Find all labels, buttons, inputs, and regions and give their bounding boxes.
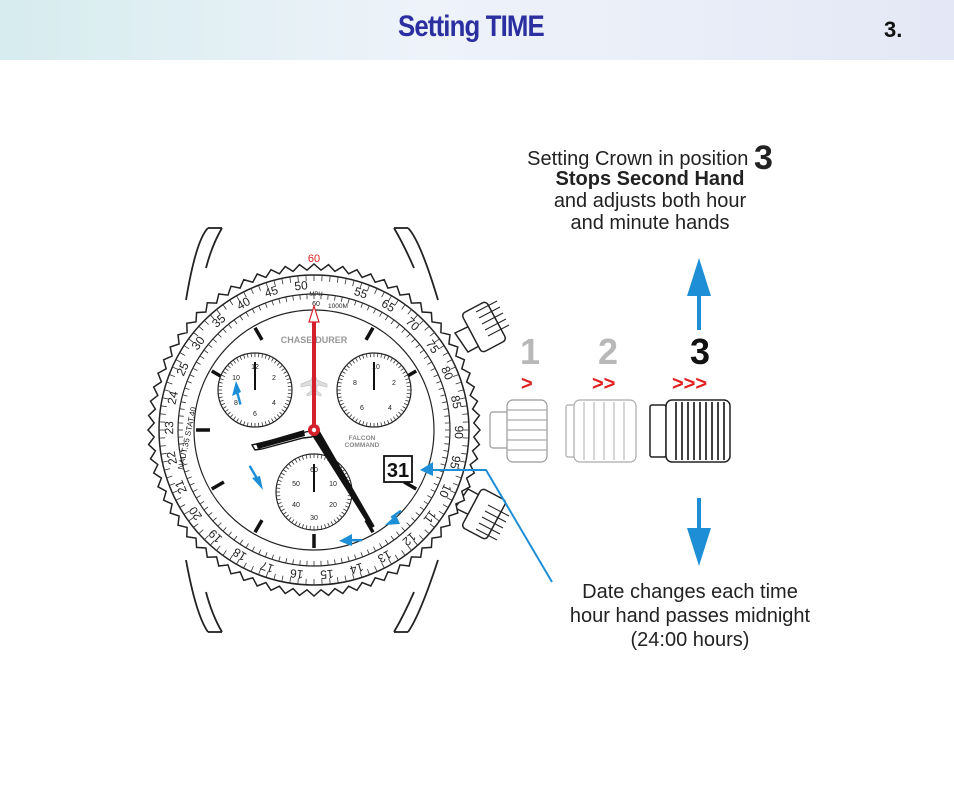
crown-instruction-line1: Setting Crown in position xyxy=(527,148,749,170)
crown-instruction-line4: and minute hands xyxy=(570,212,730,234)
bezel-number: 95 xyxy=(447,454,464,470)
bezel-number: 21 xyxy=(172,478,190,496)
rd-6: 6 xyxy=(360,405,364,412)
bezel-number: 25 xyxy=(173,360,191,378)
page-title: Setting TIME xyxy=(398,10,545,43)
date-note-line3: (24:00 hours) xyxy=(630,629,750,651)
inner-60-label: 60 xyxy=(312,301,320,308)
position-arrows-2: >> xyxy=(592,373,615,395)
bezel-number: 17 xyxy=(258,558,275,576)
watch-case xyxy=(185,227,439,633)
bezel-number: 15 xyxy=(319,567,334,582)
bezel-number: 10 xyxy=(436,482,454,500)
left-subdial: 12 2 4 6 8 10 xyxy=(217,352,293,428)
page-number: 3. xyxy=(884,17,903,42)
date-window-value: 31 xyxy=(387,460,409,482)
scale-unit-label: MPH xyxy=(309,292,322,298)
second-hand xyxy=(308,303,320,436)
bezel-number: 45 xyxy=(263,283,280,300)
date-note-line2: hour hand passes midnight xyxy=(569,605,811,627)
model-line2: COMMAND xyxy=(345,442,380,449)
upper-pusher xyxy=(453,300,510,353)
bezel-number: 23 xyxy=(162,421,176,435)
crown-instruction-line2: Stops Second Hand xyxy=(555,168,745,190)
ld-4: 4 xyxy=(272,400,276,407)
arrow-down-icon xyxy=(687,498,711,566)
bezel-number: 14 xyxy=(348,560,365,577)
rd-8: 8 xyxy=(353,380,357,387)
rd-2: 2 xyxy=(392,380,396,387)
position-arrows-1: > xyxy=(521,373,533,395)
bd-40: 40 xyxy=(292,502,300,509)
ld-6: 6 xyxy=(253,411,257,418)
bd-30: 30 xyxy=(310,515,318,522)
hour-hand xyxy=(250,429,316,451)
bd-20: 20 xyxy=(329,502,337,509)
ld-8: 8 xyxy=(234,400,238,407)
date-window: 31 xyxy=(383,455,413,483)
crown-position-2 xyxy=(565,399,637,463)
page-header: Setting TIME 3. xyxy=(0,0,954,60)
scale-1000m-label: 1000M xyxy=(328,303,348,310)
date-note: Date changes each time hour hand passes … xyxy=(540,580,840,652)
ld-2: 2 xyxy=(272,375,276,382)
bezel-number: 90 xyxy=(452,425,466,439)
bd-10: 10 xyxy=(329,481,337,488)
position-label-1: 1 xyxy=(520,331,540,372)
ld-10: 10 xyxy=(232,375,240,382)
crown-position-numeral: 3 xyxy=(753,139,773,177)
position-label-3: 3 xyxy=(690,331,710,372)
right-subdial: 10 2 4 6 8 xyxy=(336,352,412,428)
bezel-number: 65 xyxy=(379,296,398,315)
crown-position-1 xyxy=(489,399,548,463)
bezel-number: 13 xyxy=(375,547,394,566)
model-line1: FALCON xyxy=(349,435,376,442)
bezel-number: 18 xyxy=(230,545,249,564)
bezel-60-red: 60 xyxy=(308,253,320,265)
crown-instruction-line3: and adjusts both hour xyxy=(553,190,747,212)
bezel-number: 50 xyxy=(294,278,309,293)
bezel-number: 24 xyxy=(164,389,181,405)
bezel-number: 80 xyxy=(438,364,456,382)
arrow-up-icon xyxy=(687,258,711,330)
bezel-number: 22 xyxy=(164,450,180,466)
crown-position-3 xyxy=(649,399,731,463)
date-callout-line xyxy=(422,469,553,583)
rd-4: 4 xyxy=(388,405,392,412)
bezel-number: 55 xyxy=(352,284,369,302)
bezel-number: 40 xyxy=(234,294,253,313)
bottom-subdial: 60 10 20 30 40 50 xyxy=(275,453,353,531)
rd-10: 10 xyxy=(372,364,380,371)
position-arrows-3: >>> xyxy=(672,373,707,395)
bezel-number: 85 xyxy=(448,394,464,410)
movement-arrows xyxy=(232,381,433,546)
bezel-number: 16 xyxy=(289,566,304,582)
position-label-2: 2 xyxy=(598,331,618,372)
crown-instruction: Setting Crown in position 3 Stops Second… xyxy=(500,141,800,234)
bd-50: 50 xyxy=(292,481,300,488)
date-note-line1: Date changes each time xyxy=(582,581,798,603)
